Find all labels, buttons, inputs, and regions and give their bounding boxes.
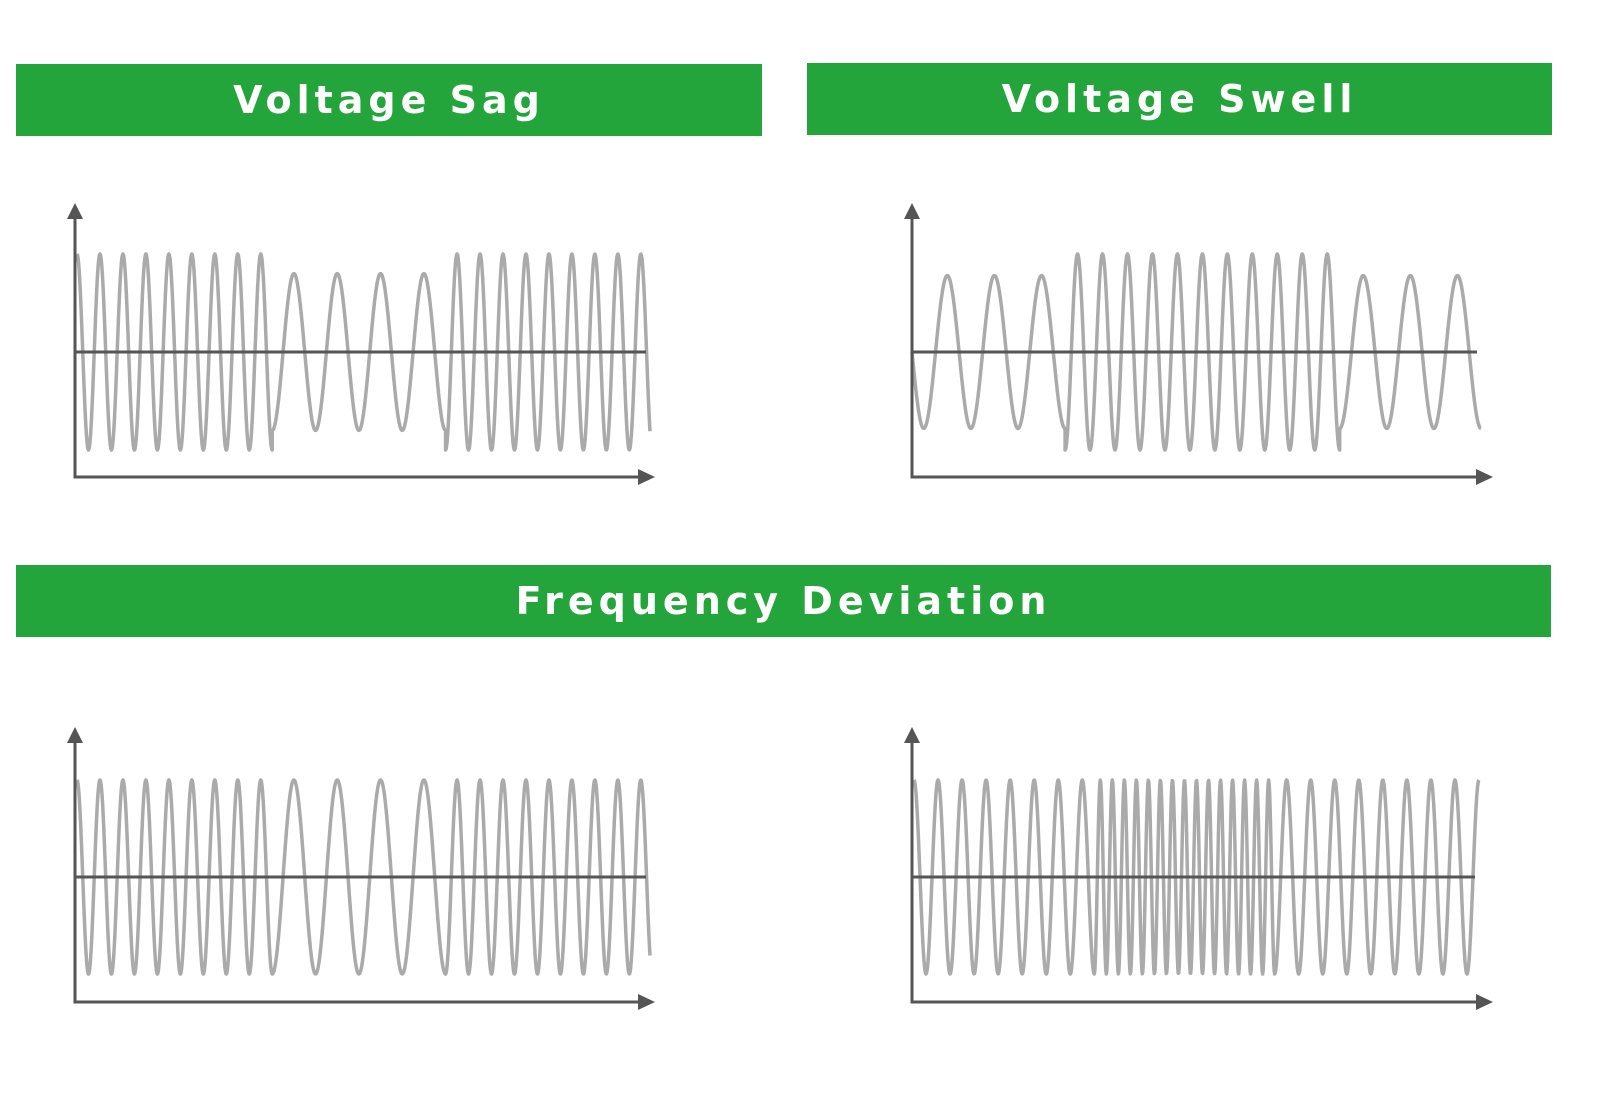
voltage-swell-banner: Voltage Swell bbox=[807, 63, 1552, 135]
freq-low-waveform bbox=[75, 778, 652, 976]
swell-waveform bbox=[910, 252, 1483, 452]
frequency-deviation-title: Frequency Deviation bbox=[515, 579, 1052, 623]
voltage-sag-banner: Voltage Sag bbox=[16, 64, 762, 136]
freq-low-x-axis-arrow-icon bbox=[638, 994, 655, 1010]
freq-high-waveform bbox=[912, 778, 1481, 976]
sag-x-axis-arrow-icon bbox=[638, 469, 655, 485]
freq-high-y-axis-arrow-icon bbox=[904, 727, 920, 743]
swell-x-axis-arrow-icon bbox=[1476, 469, 1493, 485]
freq-high-x-axis-arrow-icon bbox=[1476, 994, 1493, 1010]
frequency-deviation-banner: Frequency Deviation bbox=[16, 565, 1551, 637]
sag-waveform bbox=[75, 252, 652, 452]
sag-y-axis-arrow-icon bbox=[67, 203, 83, 219]
voltage-sag-title: Voltage Sag bbox=[233, 78, 545, 122]
freq-low-y-axis-arrow-icon bbox=[67, 727, 83, 743]
swell-y-axis-arrow-icon bbox=[904, 203, 920, 219]
voltage-swell-title: Voltage Swell bbox=[1001, 77, 1358, 121]
